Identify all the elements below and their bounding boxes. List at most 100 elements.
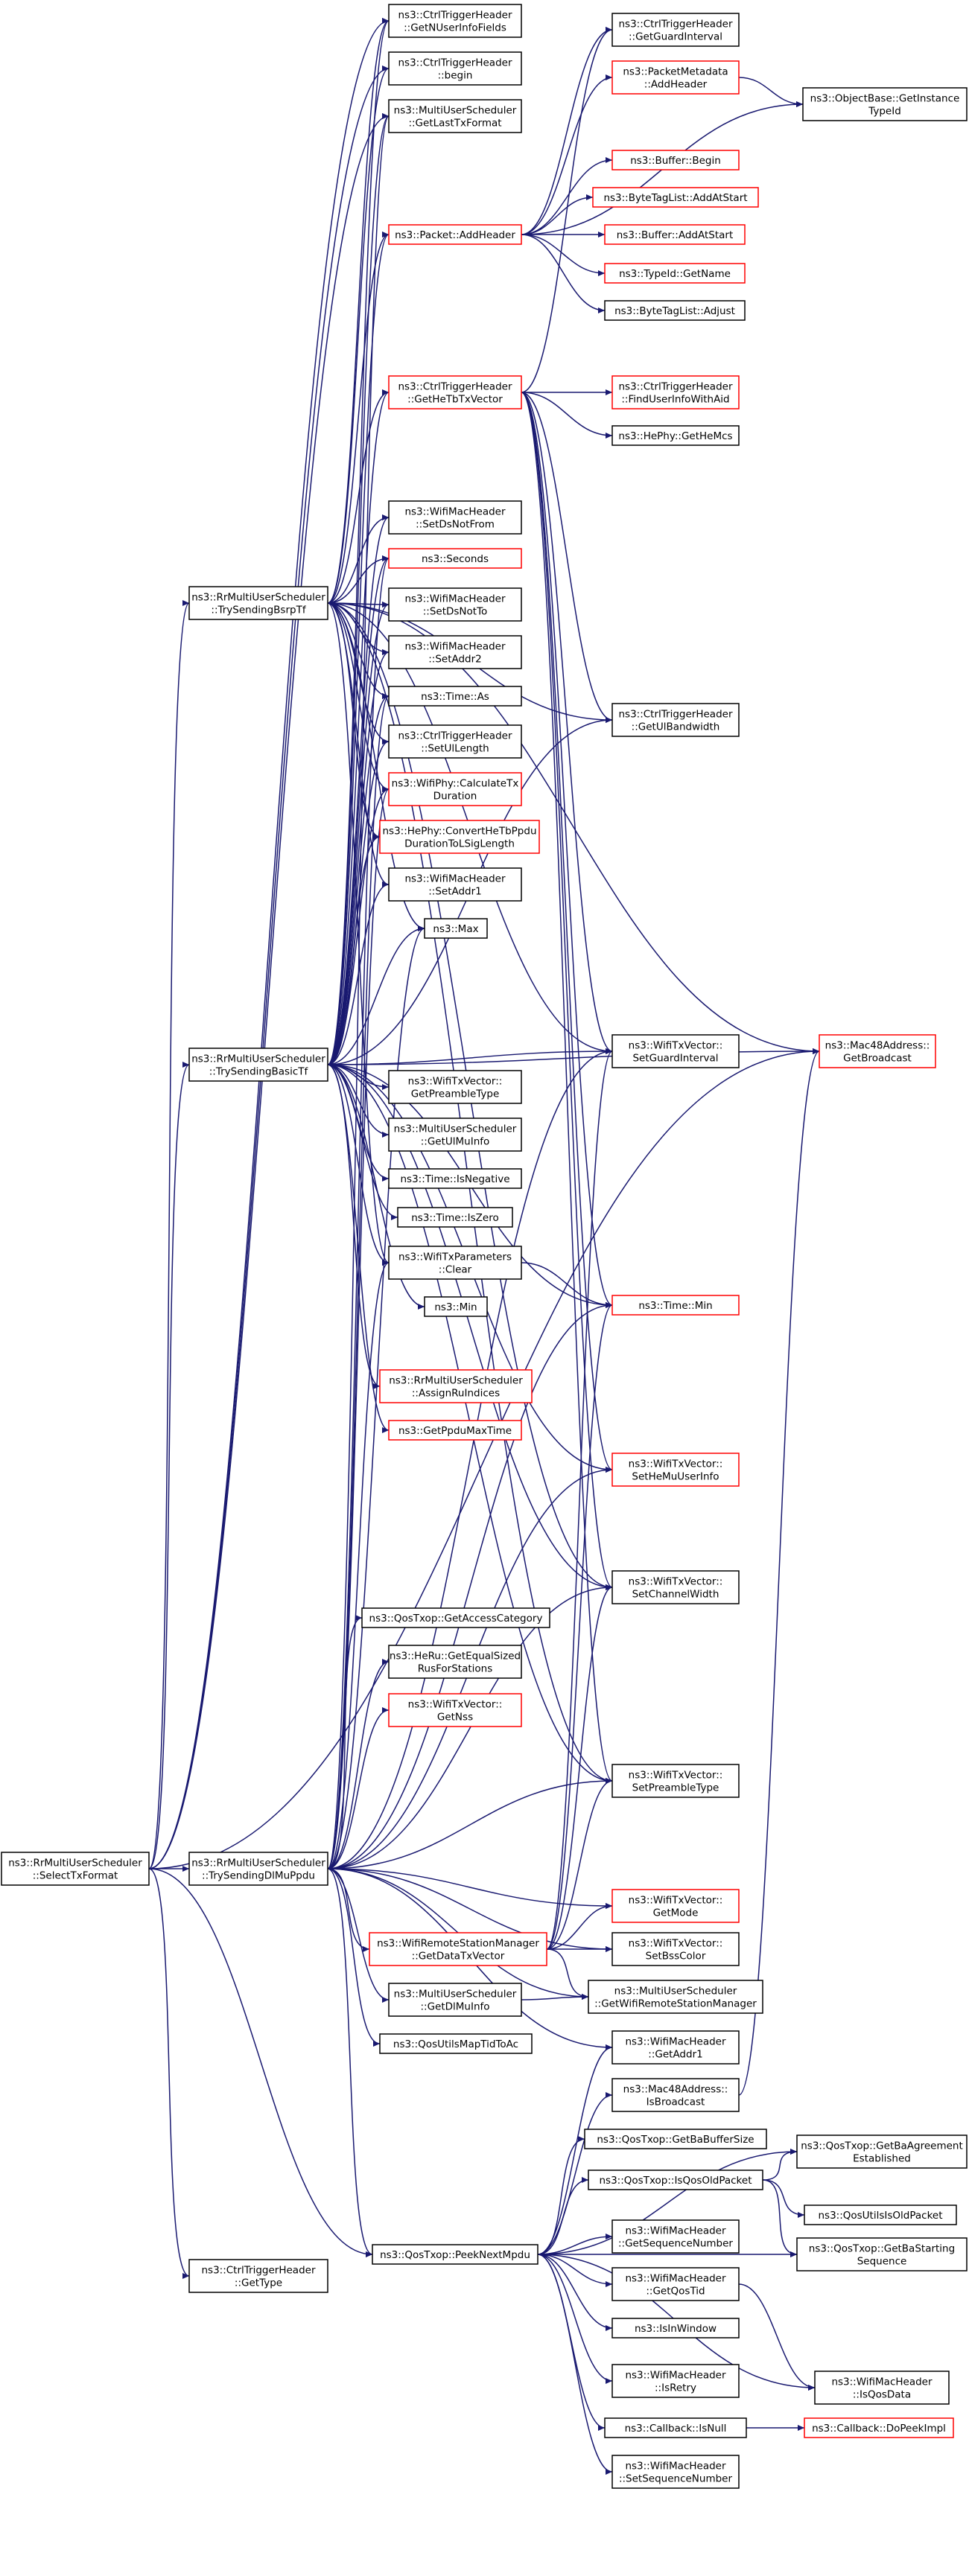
node-getmode[interactable]: ns3::WifiTxVector::GetMode <box>611 1889 740 1923</box>
node-timemin[interactable]: ns3::Time::Min <box>611 1295 740 1316</box>
node-ulbw[interactable]: ns3::CtrlTriggerHeader::GetUlBandwidth <box>611 703 740 737</box>
node-bufaddstart[interactable]: ns3::Buffer::AddAtStart <box>604 224 746 245</box>
node-box <box>611 2267 740 2301</box>
node-gettype[interactable]: ns3::CtrlTriggerHeader::GetType <box>188 2259 328 2293</box>
node-begin[interactable]: ns3::CtrlTriggerHeader::begin <box>388 51 522 86</box>
edge-qostid-to-isqosdata <box>738 2283 816 2388</box>
node-nuser[interactable]: ns3::CtrlTriggerHeader::GetNUserInfoFiel… <box>388 4 522 38</box>
node-getdatatx[interactable]: ns3::WifiRemoteStationManager::GetDataTx… <box>369 1932 547 1966</box>
node-isneg[interactable]: ns3::Time::IsNegative <box>388 1168 522 1189</box>
node-convert[interactable]: ns3::HePhy::ConvertHeTbPpduDurationToLSi… <box>379 820 540 854</box>
node-finduser[interactable]: ns3::CtrlTriggerHeader::FindUserInfoWith… <box>611 375 740 409</box>
node-timeas[interactable]: ns3::Time::As <box>388 686 522 707</box>
edge-addhdr-to-typeidname <box>521 234 606 274</box>
node-lasttx[interactable]: ns3::MultiUserScheduler::GetLastTxFormat <box>388 99 522 133</box>
edge-dlmuinfo-to-getwrsm <box>521 1996 589 2000</box>
node-qosold[interactable]: ns3::QosUtilsIsOldPacket <box>804 2204 957 2225</box>
node-getaddr1[interactable]: ns3::WifiMacHeader::GetAddr1 <box>611 2030 740 2065</box>
node-isinwin[interactable]: ns3::IsInWindow <box>611 2318 740 2339</box>
node-seconds[interactable]: ns3::Seconds <box>388 548 522 569</box>
node-box <box>1 1852 150 1886</box>
node-dlmu[interactable]: ns3::RrMultiUserScheduler::TrySendingDlM… <box>188 1852 328 1886</box>
node-setpreamble[interactable]: ns3::WifiTxVector::SetPreambleType <box>611 1764 740 1798</box>
node-peek[interactable]: ns3::QosTxop::PeekNextMpdu <box>372 2244 538 2265</box>
node-isqosold[interactable]: ns3::QosTxop::IsQosOldPacket <box>588 2169 763 2190</box>
node-ppdumax[interactable]: ns3::GetPpduMaxTime <box>388 1420 522 1441</box>
node-setgi[interactable]: ns3::WifiTxVector::SetGuardInterval <box>611 1034 740 1068</box>
edge-dlmu-to-peek <box>327 1868 373 2255</box>
edge-arrowhead <box>798 2212 804 2218</box>
node-label: ns3::Time::As <box>421 691 489 703</box>
node-hemcs[interactable]: ns3::HePhy::GetHeMcs <box>611 425 740 446</box>
node-setaddr1[interactable]: ns3::WifiMacHeader::SetAddr1 <box>388 867 522 902</box>
node-box <box>388 587 522 622</box>
node-box <box>361 1607 550 1628</box>
node-preamble[interactable]: ns3::WifiTxVector::GetPreambleType <box>388 1070 522 1104</box>
node-min[interactable]: ns3::Min <box>424 1296 488 1317</box>
node-label: ns3::ObjectBase::GetInstance <box>810 93 960 105</box>
edge-dlmu-to-getmode <box>327 1868 613 1907</box>
node-isqosdata[interactable]: ns3::WifiMacHeader::IsQosData <box>814 2371 950 2405</box>
node-guardint[interactable]: ns3::CtrlTriggerHeader::GetGuardInterval <box>611 13 740 47</box>
node-max[interactable]: ns3::Max <box>424 918 488 939</box>
node-dsnotfrom[interactable]: ns3::WifiMacHeader::SetDsNotFrom <box>388 500 522 535</box>
node-chwidth[interactable]: ns3::WifiTxVector::SetChannelWidth <box>611 1570 740 1604</box>
node-typeidname[interactable]: ns3::TypeId::GetName <box>604 263 746 284</box>
node-label: ns3::TypeId::GetName <box>619 268 731 280</box>
node-pktmeta[interactable]: ns3::PacketMetadata::AddHeader <box>611 60 740 95</box>
node-isretry[interactable]: ns3::WifiMacHeader::IsRetry <box>611 2364 740 2398</box>
edge-root-to-begin <box>148 68 390 1869</box>
node-hetb[interactable]: ns3::CtrlTriggerHeader::GetHeTbTxVector <box>388 375 522 409</box>
node-root[interactable]: ns3::RrMultiUserScheduler::SelectTxForma… <box>1 1852 150 1886</box>
edge-dlmu-to-accesscat <box>327 1617 363 1869</box>
node-box <box>814 2371 950 2405</box>
node-box <box>604 300 746 321</box>
node-bsrp[interactable]: ns3::RrMultiUserScheduler::TrySendingBsr… <box>188 586 328 620</box>
node-dsnotto[interactable]: ns3::WifiMacHeader::SetDsNotTo <box>388 587 522 622</box>
node-box <box>588 1980 763 2014</box>
node-btaddstart[interactable]: ns3::ByteTagList::AddAtStart <box>592 187 759 208</box>
node-getbcast[interactable]: ns3::Mac48Address::GetBroadcast <box>819 1034 936 1068</box>
edge-getdatatx-to-setpreamble <box>546 1780 613 1950</box>
node-assignru[interactable]: ns3::RrMultiUserScheduler::AssignRuIndic… <box>379 1369 533 1403</box>
edge-arrowhead <box>606 717 612 723</box>
node-box <box>611 1570 740 1604</box>
node-qostid[interactable]: ns3::WifiMacHeader::GetQosTid <box>611 2267 740 2301</box>
node-accesscat[interactable]: ns3::QosTxop::GetAccessCategory <box>361 1607 550 1628</box>
node-setseq[interactable]: ns3::WifiMacHeader::SetSequenceNumber <box>611 2455 740 2489</box>
node-clear[interactable]: ns3::WifiTxParameters::Clear <box>388 1246 522 1280</box>
node-cbnull[interactable]: ns3::Callback::IsNull <box>604 2417 747 2438</box>
node-label: ::FindUserInfoWithAid <box>621 394 729 406</box>
node-ullength[interactable]: ns3::CtrlTriggerHeader::SetUlLength <box>388 724 522 759</box>
node-label: ns3::CtrlTriggerHeader <box>398 10 512 22</box>
node-bufbegin[interactable]: ns3::Buffer::Begin <box>611 150 740 170</box>
node-babuf[interactable]: ns3::QosTxop::GetBaBufferSize <box>584 2129 767 2149</box>
node-iszero[interactable]: ns3::Time::IsZero <box>397 1207 513 1228</box>
node-hemuuser[interactable]: ns3::WifiTxVector::SetHeMuUserInfo <box>611 1453 740 1487</box>
node-isbcast[interactable]: ns3::Mac48Address::IsBroadcast <box>611 2078 740 2112</box>
node-label: ::SetAddr1 <box>428 886 482 898</box>
node-label: ns3::RrMultiUserScheduler <box>8 1858 142 1869</box>
node-getwrsm[interactable]: ns3::MultiUserScheduler::GetWifiRemoteSt… <box>588 1980 763 2014</box>
edge-arrowhead <box>606 2325 612 2331</box>
node-dlmuinfo[interactable]: ns3::MultiUserScheduler::GetDlMuInfo <box>388 1983 522 2017</box>
node-setaddr2[interactable]: ns3::WifiMacHeader::SetAddr2 <box>388 635 522 669</box>
node-ulmuinfo[interactable]: ns3::MultiUserScheduler::GetUlMuInfo <box>388 1118 522 1152</box>
node-addhdr[interactable]: ns3::Packet::AddHeader <box>388 224 522 245</box>
node-dopeek[interactable]: ns3::Callback::DoPeekImpl <box>804 2417 954 2438</box>
node-mapqos[interactable]: ns3::QosUtilsMapTidToAc <box>379 2033 533 2054</box>
node-label: GetBroadcast <box>843 1053 912 1065</box>
node-btadjust[interactable]: ns3::ByteTagList::Adjust <box>604 300 746 321</box>
node-getnss[interactable]: ns3::WifiTxVector::GetNss <box>388 1693 522 1727</box>
node-label: ns3::WifiTxVector:: <box>629 1895 723 1907</box>
node-label: ::SetAddr2 <box>428 654 482 666</box>
node-bsscolor[interactable]: ns3::WifiTxVector::SetBssColor <box>611 1932 740 1966</box>
node-basic[interactable]: ns3::RrMultiUserScheduler::TrySendingBas… <box>188 1048 328 1082</box>
node-getseq[interactable]: ns3::WifiMacHeader::GetSequenceNumber <box>611 2219 740 2254</box>
edge-root-to-gettype <box>148 1868 190 2277</box>
